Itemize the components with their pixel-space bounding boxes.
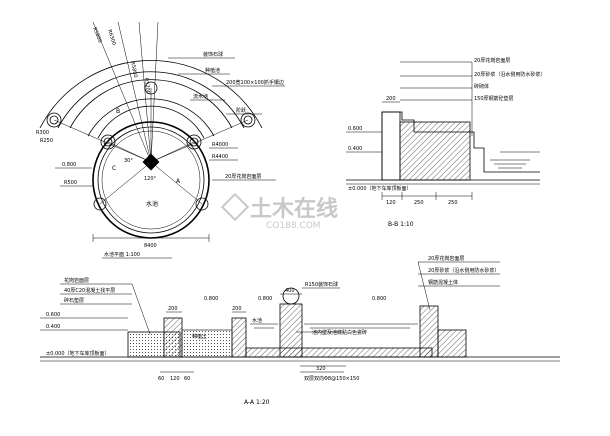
b-dim-2: 250 xyxy=(414,200,424,206)
label-angle: 120° xyxy=(144,176,157,182)
a-left-wall xyxy=(163,317,183,358)
section-b-brick xyxy=(399,121,471,181)
stone-ball xyxy=(186,134,202,150)
watermark-main: 土木在线 xyxy=(250,196,338,222)
b-elev-base: ±0.000（地下车库顶板面） xyxy=(348,185,412,192)
a-right-layer-2: 20厚砂浆（沿水侧用防水砂浆） xyxy=(428,267,499,274)
label-radial-2: R6300 xyxy=(106,29,117,46)
stone-ball xyxy=(100,134,116,150)
label-wall-clad: 20厚花岗岩面层 xyxy=(225,173,261,180)
a-soil: 种植土 xyxy=(192,333,207,340)
a-rebar: 双层双向Φ8@150×150 xyxy=(304,375,359,382)
a-left-layer-3: 碎石垫层 xyxy=(64,297,84,304)
a-dim-3: 60 xyxy=(184,376,190,382)
stone-ball xyxy=(195,197,209,211)
b-layer-2: 20厚砂浆（沿水侧用防水砂浆） xyxy=(474,71,545,78)
a-dim-1: 60 xyxy=(158,376,164,382)
label-pool: 水池 xyxy=(146,200,158,208)
a-dim-400: 400 xyxy=(285,288,295,294)
a-elev-800c: 0.800 xyxy=(372,296,386,302)
section-a-title: A-A 1:20 xyxy=(244,399,270,406)
section-a-view: 花岗岩面层 40厚C20混凝土找平层 碎石垫层 20厚花岗岩面层 20厚砂浆（沿… xyxy=(40,255,560,406)
label-r250: R250 xyxy=(40,138,53,144)
a-dim-200b: 200 xyxy=(232,306,242,312)
label-pipe-note: 200宽100×100抓手镶边 xyxy=(226,79,284,86)
section-b-title: B-B 1:10 xyxy=(388,221,414,228)
label-r500: R500 xyxy=(64,180,77,186)
label-elev: 0.800 xyxy=(62,162,76,168)
b-dim-3: 250 xyxy=(448,200,458,206)
label-radial-4: R5200 xyxy=(143,78,151,95)
label-radial-1: R5800 xyxy=(91,27,103,44)
label-step: 阶跃 xyxy=(236,107,246,114)
plan-title: 水池平面 1:100 xyxy=(104,251,140,258)
label-radial-3: R5800 xyxy=(129,61,138,78)
label-b: B xyxy=(116,108,120,115)
a-mid-wall xyxy=(231,317,247,358)
label-flower-bed: 种植池 xyxy=(205,67,220,74)
label-angle30: 30° xyxy=(124,158,133,164)
b-layer-4: 150厚钢筋砼垫层 xyxy=(474,95,514,102)
b-dim-1: 120 xyxy=(386,200,396,206)
a-pool-note: 池内壁及池底贴白色瓷砖 xyxy=(312,329,367,336)
stone-ball xyxy=(282,287,300,305)
a-ball-note: R150装饰石球 xyxy=(305,281,338,288)
a-pool-floor xyxy=(245,347,433,358)
b-elev-mid: 0.400 xyxy=(348,146,362,152)
a-elev-400: 0.400 xyxy=(46,324,60,330)
stone-ball xyxy=(46,112,62,128)
a-elev-800a: 0.800 xyxy=(204,296,218,302)
a-elev-base: ±0.000（地下车库顶板面） xyxy=(46,350,110,357)
a-dim-200a: 200 xyxy=(168,306,178,312)
a-elev-600: 0.600 xyxy=(46,312,60,318)
a-left-layer-1: 花岗岩面层 xyxy=(64,277,89,284)
label-r4400: R4400 xyxy=(212,154,228,160)
a-elev-800b: 0.800 xyxy=(258,296,272,302)
a-water: 水池 xyxy=(252,317,262,324)
b-elev-top: 0.600 xyxy=(348,126,362,132)
label-stone-bowl: 装饰石球 xyxy=(203,51,223,58)
b-layer-1: 20厚花岗岩面层 xyxy=(474,57,510,64)
a-right-layer-1: 20厚花岗岩面层 xyxy=(428,255,464,262)
label-dim-width: 8400 xyxy=(144,243,157,249)
b-layer-3: 砖砌体 xyxy=(474,83,489,90)
a-right-layer-3: 钢筋混凝土体 xyxy=(428,279,458,286)
label-c: C xyxy=(112,165,116,172)
plan-view: 装饰石球 种植池 流水池 200宽100×100抓手镶边 阶跃 R4000 R4… xyxy=(36,21,285,259)
section-b-view: 20厚花岗岩面层 20厚砂浆（沿水侧用防水砂浆） 砖砌体 150厚钢筋砼垫层 0… xyxy=(346,57,545,228)
label-a: A xyxy=(176,178,181,185)
a-left-layer-2: 40厚C20混凝土找平层 xyxy=(64,287,115,294)
label-drain-stage: 流水池 xyxy=(193,93,208,100)
label-r300: R300 xyxy=(36,130,49,136)
a-right-wall xyxy=(419,305,439,358)
a-dim-320: 320 xyxy=(316,366,326,372)
stone-ball xyxy=(93,197,107,211)
watermark: 土木在线 CO188.COM xyxy=(220,192,338,231)
a-dim-2: 120 xyxy=(170,376,180,382)
outer-arc-band xyxy=(39,60,263,129)
watermark-sub: CO188.COM xyxy=(266,221,321,231)
label-r4000: R4000 xyxy=(212,142,228,148)
b-dim-top: 200 xyxy=(386,96,396,102)
stone-ball xyxy=(240,112,256,128)
